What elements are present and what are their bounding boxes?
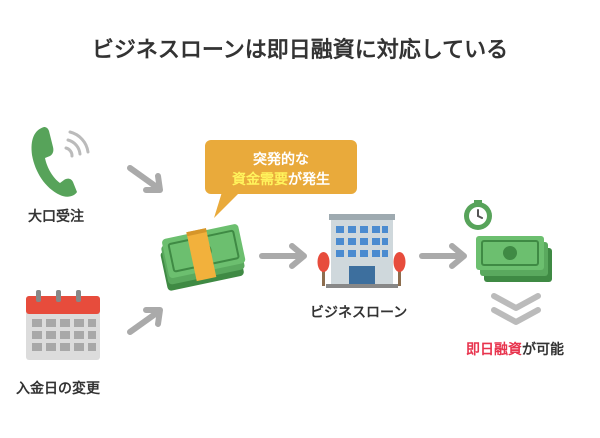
- arrow-from-phone: [127, 165, 163, 193]
- calendar-icon: [26, 290, 100, 360]
- bubble-line-2-rest: が発生: [288, 172, 330, 188]
- calendar-label: 入金日の変更: [16, 381, 100, 397]
- result-rest: が可能: [522, 342, 564, 358]
- double-chevron-down-icon: [491, 293, 541, 325]
- page-title: ビジネスローンは即日融資に対応している: [91, 38, 509, 63]
- speech-bubble: [205, 140, 357, 218]
- bubble-text: 突発的な 資金需要が発生: [208, 150, 354, 190]
- bubble-highlight: 資金需要: [232, 172, 288, 188]
- arrow-from-calendar: [127, 307, 163, 335]
- arrow-to-cash: [419, 243, 467, 269]
- office-building-icon: [317, 214, 406, 288]
- result-label: 即日融資が可能: [466, 339, 564, 359]
- bubble-line-2: 資金需要が発生: [208, 170, 354, 190]
- money-stack-icon: [160, 224, 246, 291]
- arrow-to-building: [259, 243, 307, 269]
- clock-icon: [464, 200, 492, 230]
- result-highlight: 即日融資: [466, 342, 522, 358]
- cash-bills-icon: [476, 236, 552, 282]
- phone-label: 大口受注: [28, 209, 84, 225]
- bubble-line-1: 突発的な: [253, 152, 309, 168]
- building-label: ビジネスローン: [310, 305, 408, 321]
- phone-icon: [31, 127, 90, 197]
